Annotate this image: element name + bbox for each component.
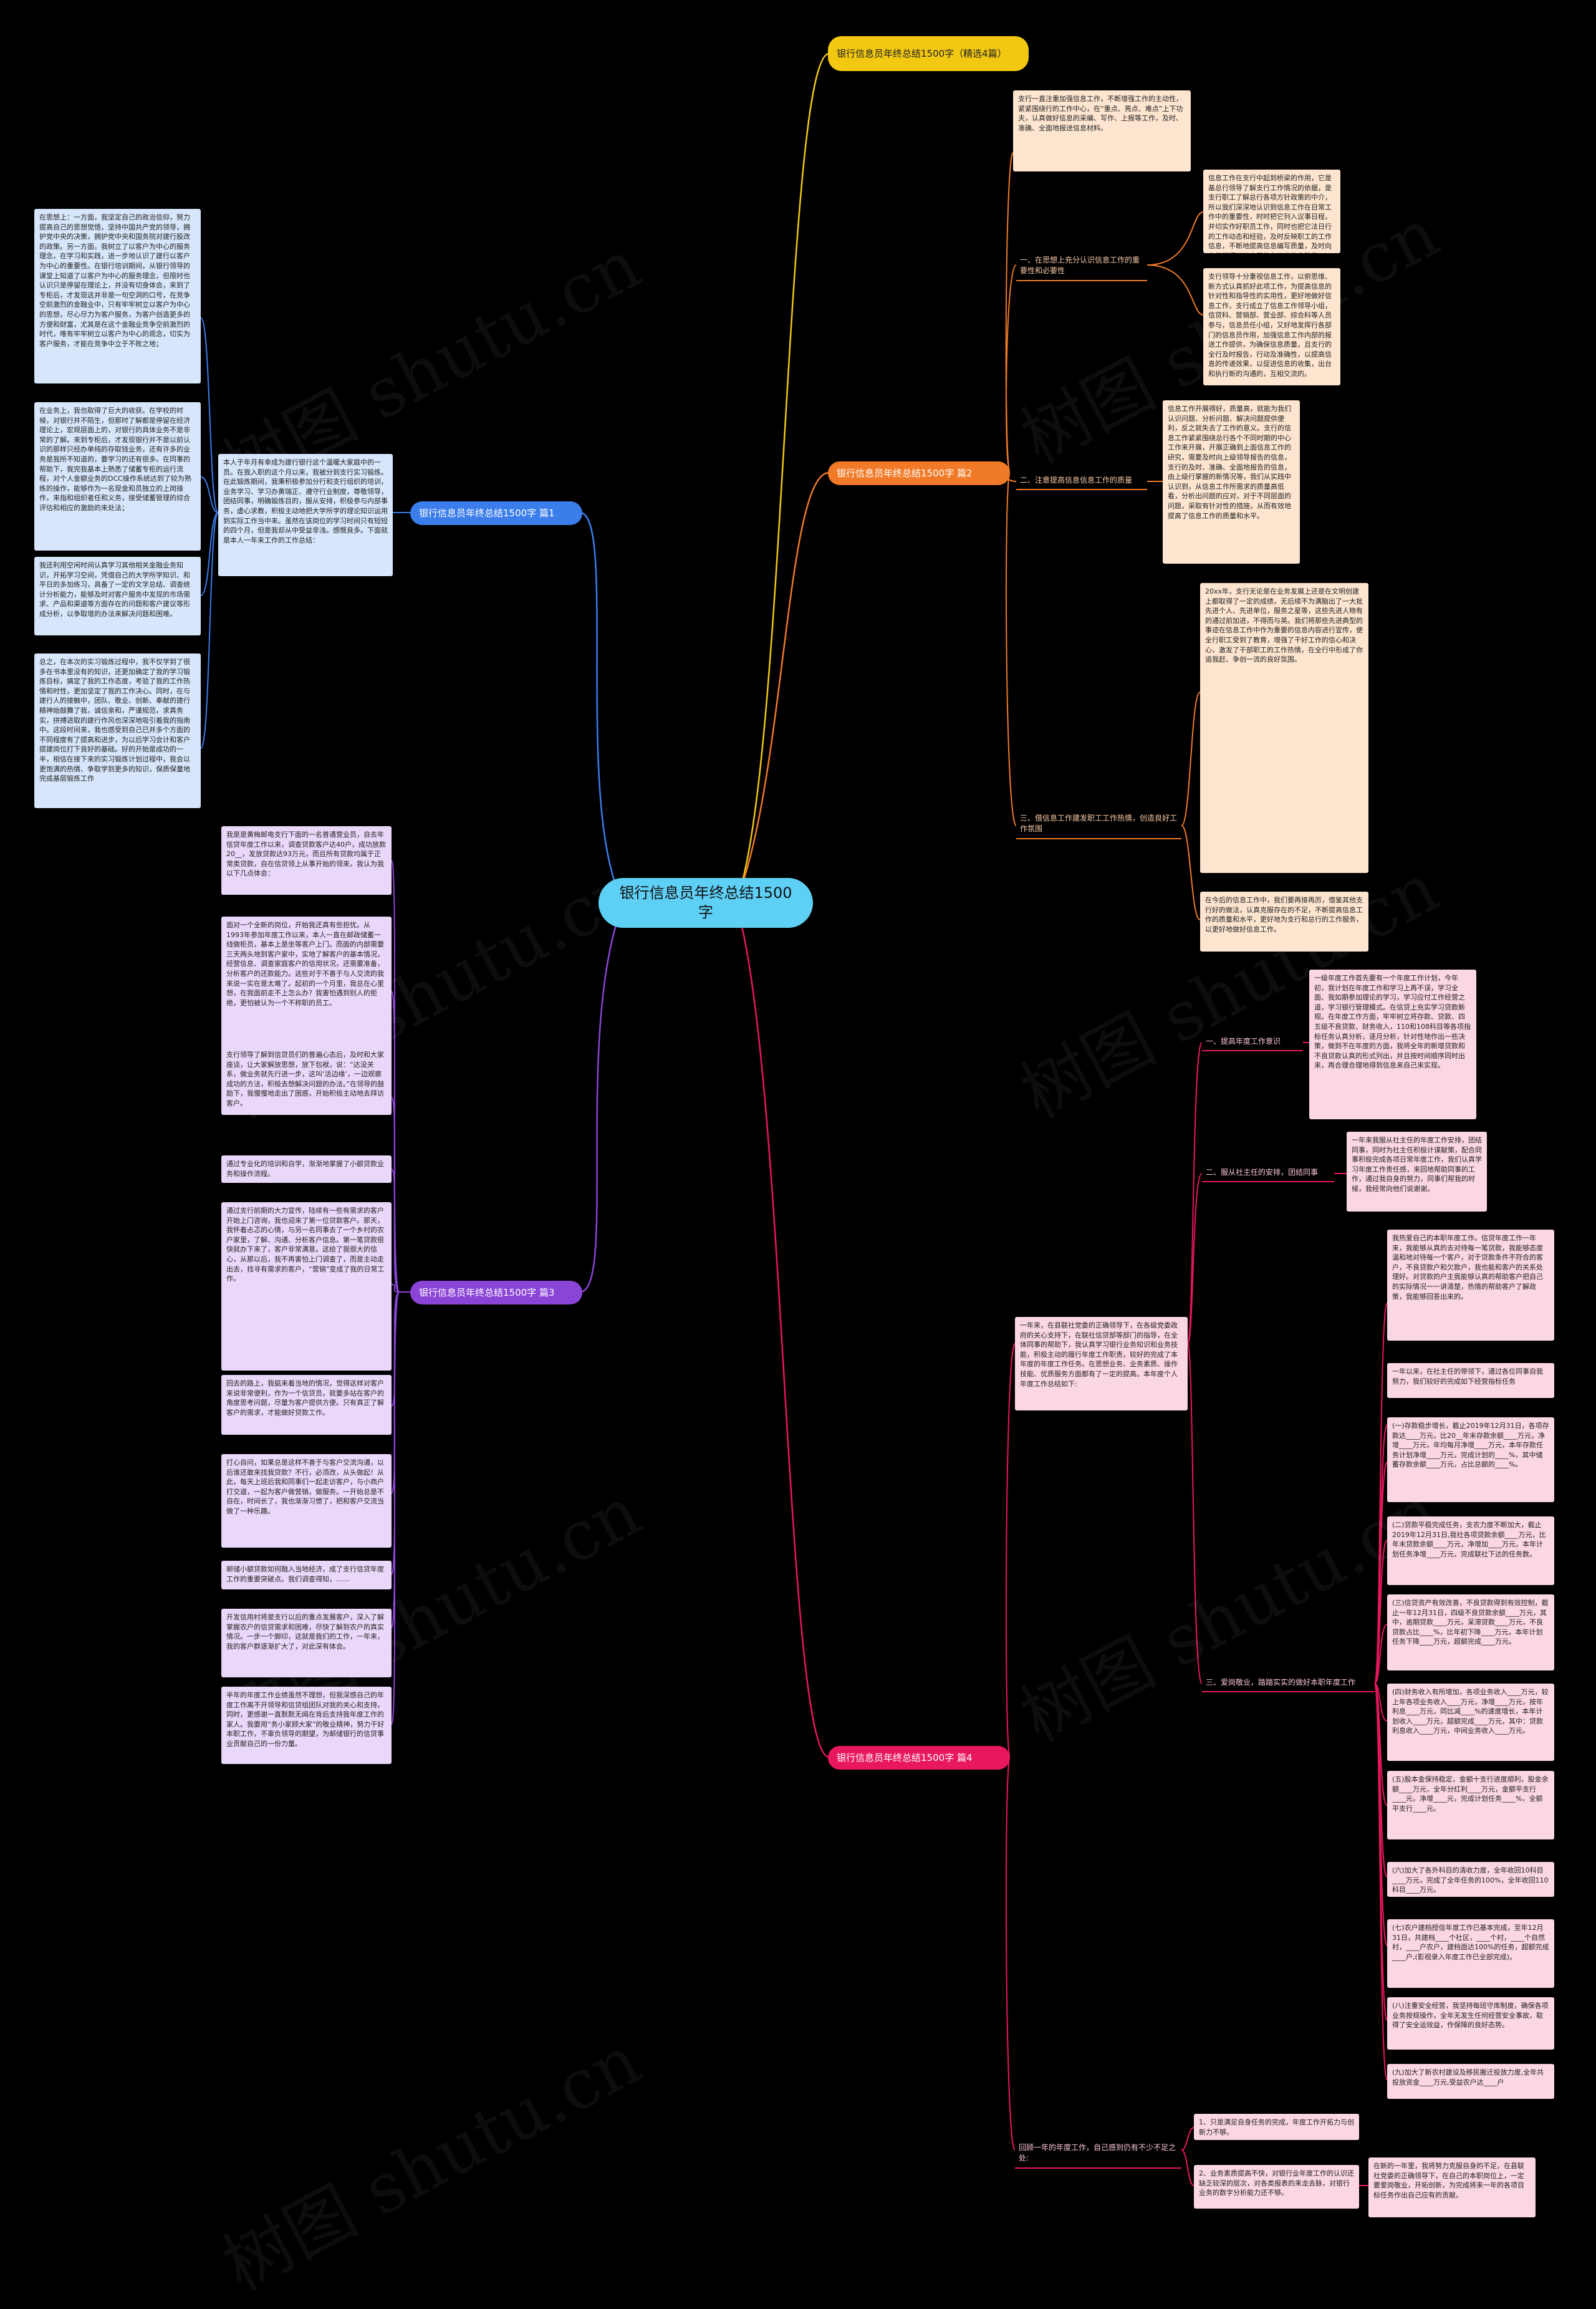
branch-node-p4[interactable]: 银行信息员年终总结1500字 篇4 bbox=[828, 1746, 1010, 1770]
branch-node-p2[interactable]: 银行信息员年终总结1500字 篇2 bbox=[828, 461, 1010, 485]
p1-intro[interactable]: 本人于年月有幸成为建行银行这个温暖大家庭中的一员。在我入职的这个月以来，我被分到… bbox=[218, 454, 393, 576]
p3-leaf-7[interactable]: 打心自问，如果总是这样不善于与客户交流沟通，以后谁还敢来找我贷款？不行，必须改，… bbox=[221, 1454, 392, 1548]
p1-leaf-business[interactable]: 在业务上，我也取得了巨大的收获。在学校的时候，对银行并不陌生，但那时了解都是停留… bbox=[34, 402, 201, 551]
p4-section-4[interactable]: 回顾一年的年度工作，自己感到仍有不少不足之处: bbox=[1015, 2140, 1181, 2169]
p3-leaf-3[interactable]: 支行领导了解到信贷员们的普遍心态后，及时和大家座谈，让大家解放思想，放下包袱，说… bbox=[221, 1046, 392, 1115]
p2-section-1[interactable]: 一、在思想上充分认识信息工作的重要性和必要性 bbox=[1016, 253, 1147, 281]
p3-leaf-10[interactable]: 半年的年度工作业绩虽然不理想，但我深感自己的年度工作离不开领导和信贷组团队对我的… bbox=[221, 1687, 392, 1764]
p4-s3-leaf-1[interactable]: 我热爱自己的本职年度工作。信贷年度工作一年来，我能够从真的去对待每一笔贷款，我能… bbox=[1387, 1230, 1554, 1341]
p4-s4-leaf-1[interactable]: 1、只是满足自身任务的完成，年度工作开拓力与创新力不够。 bbox=[1194, 2114, 1359, 2140]
p3-leaf-5[interactable]: 通过支行前期的大力宣传，陆续有一些有需求的客户开始上门咨询，我也迎来了第一位贷款… bbox=[221, 1202, 392, 1371]
p4-s3-leaf-8[interactable]: (六)加大了各外科目的清收力度，全年收回10科目____万元，完成了全年任务的1… bbox=[1387, 1862, 1554, 1897]
p4-s3-leaf-4[interactable]: (二)贷款平稳完成任务，支农力度不断加大，截止2019年12月31日,我社各项贷… bbox=[1387, 1516, 1554, 1585]
p2-section-2[interactable]: 二、注意提高信息信息工作的质量 bbox=[1016, 473, 1147, 490]
p2-s2-leaf-1[interactable]: 信息工作开展得好，质量高，就能为我们认识问题、分析问题、解决问题提供便利，反之就… bbox=[1163, 400, 1300, 564]
p4-s3-leaf-10[interactable]: (八)注重安全经营，我坚持每班守库制度，确保各项业务按规操作，全年无发生任何经营… bbox=[1387, 1997, 1554, 2050]
p2-s3-leaf-1[interactable]: 20xx年，支行无论是在业务发展上还是在文明创建上都取得了一定的成绩，无后续不为… bbox=[1200, 583, 1368, 873]
p1-leaf-study[interactable]: 我还利用空闲时间认真学习其他相关金融业务知识，开拓学习空间，凭借自己的大学所学知… bbox=[34, 557, 201, 635]
p1-leaf-summary[interactable]: 总之，在本次的实习锻炼过程中，我不仅学到了很多在书本里没有的知识，还更加确定了我… bbox=[34, 653, 201, 808]
branch-node-p3[interactable]: 银行信息员年终总结1500字 篇3 bbox=[410, 1281, 582, 1304]
p1-leaf-thought[interactable]: 在思想上：一方面，我坚定自己的政治信仰，努力提高自己的思想觉悟，坚持中国共产党的… bbox=[34, 209, 201, 383]
p4-s1-leaf[interactable]: 一级年度工作首先要有一个年度工作计划，今年初，我计划在年度工作和学习上再不误，学… bbox=[1309, 970, 1476, 1119]
p3-leaf-2[interactable]: 面对一个全新的岗位，开始我还真有些担忧。从1993年参加年度工作以来，本人一直在… bbox=[221, 917, 392, 1066]
p2-s1-leaf-2[interactable]: 支行领导十分重视信息工作，以俯思维、新方式认真抓好此项工作，为提高信息的针对性和… bbox=[1203, 268, 1340, 385]
p4-section-2[interactable]: 二、服从社主任的安排，团结同事 bbox=[1202, 1165, 1334, 1182]
p4-s3-leaf-9[interactable]: (七)农户建档授信年度工作已基本完成，至年12月31日，共建档____个社区，_… bbox=[1387, 1919, 1554, 1988]
p4-s4-leaf-2[interactable]: 2、业务素质提高不快，对银行业年度工作的认识还缺乏较深的层次，对各类报表的来龙去… bbox=[1194, 2165, 1359, 2209]
link-root-b1 bbox=[579, 511, 625, 904]
p4-s2-leaf[interactable]: 一年来我服从社主任的年度工作安排，团结同事，同时为社主任积极计谋献策，配合同事积… bbox=[1347, 1132, 1487, 1212]
p4-section-1[interactable]: 一、提高年度工作意识 bbox=[1202, 1034, 1303, 1051]
p2-s3-leaf-2[interactable]: 在今后的信息工作中，我们要再接再厉，借鉴其他支行好的做法，认真克服存在的不足，不… bbox=[1200, 892, 1368, 952]
p4-section-3[interactable]: 三、爱岗敬业，踏踏实实的做好本职年度工作 bbox=[1202, 1675, 1375, 1692]
link-root-b4 bbox=[734, 902, 830, 1758]
p4-s3-leaf-3[interactable]: (一)存款稳步增长，截止2019年12月31日，各项存款达____万元，比20_… bbox=[1387, 1417, 1554, 1502]
p3-leaf-1[interactable]: 我是是黄梅邮电支行下面的一名普通营业员，自去年信贷年度工作以来，调查贷款客户达4… bbox=[221, 826, 392, 895]
p2-s1-leaf-1[interactable]: 信息工作在支行中起到桥梁的作用，它是基总行领导了解支行工作情况的依据，是支行职工… bbox=[1203, 170, 1340, 253]
p3-leaf-6[interactable]: 回去的路上，我掂来着当地的情况，觉得这样对客户来说非常便利，作为一个信贷员，就要… bbox=[221, 1375, 392, 1435]
p4-s4-leaf-3[interactable]: 在新的一年里，我将努力克服自身的不足，在县联社党委的正确领导下，在自己的本职岗位… bbox=[1368, 2157, 1536, 2217]
link-root-b0 bbox=[734, 52, 830, 904]
p3-leaf-4[interactable]: 通过专业化的培训和自学，渐渐地掌握了小额贷款业务和操作流程。 bbox=[221, 1155, 392, 1183]
p4-s3-leaf-5[interactable]: (三)信贷资产有效改善，不良贷款得到有效控制，截止一年12月31日，四级不良贷款… bbox=[1387, 1594, 1554, 1670]
p2-section-3[interactable]: 三、借信息工作建发职工工作热情，创造良好工作氛围 bbox=[1016, 811, 1181, 839]
p2-lead[interactable]: 支行一直注重加强信息工作，不断增强工作的主动性，紧紧围绕行的工作中心，在“重点、… bbox=[1013, 90, 1191, 171]
branch-node-p1[interactable]: 银行信息员年终总结1500字 篇1 bbox=[410, 501, 582, 525]
p3-leaf-9[interactable]: 开发信用村将是支行以后的重点发展客户，深入了解掌握农户的信贷需求和困难，尽快了解… bbox=[221, 1609, 392, 1677]
connector-lines bbox=[200, 52, 1388, 2186]
p4-s3-leaf-11[interactable]: (九)加大了新农村建设及移民搬迁投放力度,全年共投放资金____万元,受益农户达… bbox=[1387, 2064, 1554, 2099]
link-root-b2 bbox=[734, 471, 830, 904]
branch-node-summary[interactable]: 银行信息员年终总结1500字（精选4篇） bbox=[828, 36, 1029, 71]
p3-leaf-8[interactable]: 邮储小额贷款如何融入当地经济，成了支行信贷年度工作的重要突破点。我们调查得知，…… bbox=[221, 1561, 392, 1589]
p4-s3-leaf-6[interactable]: (四)财务收入有所增加，各项业务收入____万元，较上年各项业务收入____万元… bbox=[1387, 1684, 1554, 1761]
root-node[interactable]: 银行信息员年终总结1500字 bbox=[598, 878, 813, 928]
p4-s3-leaf-7[interactable]: (五)股本金保持稳定，金额十支行进度顺利，股金余额____万元，全年分红利___… bbox=[1387, 1771, 1554, 1839]
p4-lead[interactable]: 一年来，在县联社党委的正确领导下，在各级党委政府的关心支持下，在联社信贷部等部门… bbox=[1015, 1317, 1188, 1410]
link-root-b3 bbox=[579, 902, 625, 1293]
p4-s3-leaf-2[interactable]: 一年以来，在社主任的带领下，通过各位同事自我努力，我们较好的完成如下经营指标任务 bbox=[1387, 1363, 1554, 1398]
